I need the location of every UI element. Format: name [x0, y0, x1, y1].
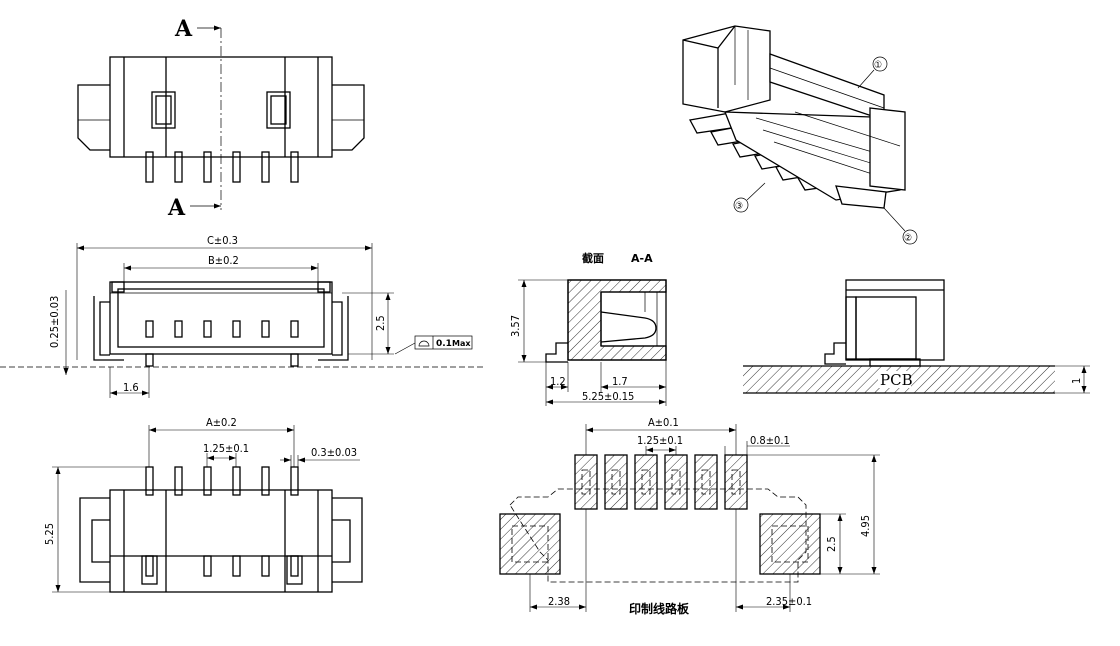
view-front: C±0.3 B±0.2 0.25±0.03 2.5 1.6 0.1 Max — [0, 234, 485, 398]
fp-dim-left: 2.38 — [548, 595, 570, 608]
flatness-unit: Max — [452, 339, 471, 348]
dim-pin-label: 0.3±0.03 — [311, 446, 357, 459]
fp-dim-pad-h: 2.5 — [825, 536, 838, 552]
callout-2: ② — [904, 233, 912, 244]
section-marker-bottom: A — [167, 195, 186, 221]
view-top: A±0.2 1.25±0.1 0.3±0.03 5.25 — [43, 416, 363, 593]
sec-dim-x2: 1.7 — [612, 375, 628, 388]
view-section-marker: A A — [77, 16, 365, 221]
section-title-cn: 截面 — [582, 251, 604, 265]
view-pcb-side: PCB 1 — [743, 279, 1090, 394]
view-isometric: ① ② ③ — [682, 25, 918, 245]
callout-3: ③ — [735, 201, 743, 212]
pcb-dim-thickness: 1 — [1070, 378, 1083, 384]
dim-height-label: 2.5 — [374, 315, 387, 331]
fp-dim-pad-width: 0.8±0.1 — [750, 434, 790, 447]
dim-offset-label: 1.6 — [123, 381, 139, 394]
flatness-value: 0.1 — [436, 339, 452, 349]
dim-tol-label: 0.25±0.03 — [48, 296, 61, 348]
section-title-id: A-A — [631, 252, 653, 265]
footprint-title: 印制线路板 — [629, 601, 690, 616]
sec-dim-total: 5.25±0.15 — [582, 390, 634, 403]
callout-1: ① — [874, 60, 882, 71]
pcb-label: PCB — [880, 371, 913, 389]
fp-dim-total-h: 4.95 — [859, 515, 872, 537]
sec-dim-height: 3.57 — [509, 315, 522, 337]
section-marker-top: A — [174, 16, 193, 42]
dim-depth-label: 5.25 — [43, 523, 56, 545]
dim-a-label: A±0.2 — [206, 416, 237, 429]
dim-c-label: C±0.3 — [207, 234, 238, 247]
sec-dim-x1: 1.2 — [550, 375, 566, 388]
view-footprint: A±0.1 1.25±0.1 0.8±0.1 4.95 2.5 2.38 2.3… — [499, 416, 880, 616]
fp-dim-a: A±0.1 — [648, 416, 679, 429]
view-section-aa: 截面 A-A 3.57 1.2 1.7 5.25±0.15 — [509, 251, 667, 406]
fp-dim-pitch: 1.25±0.1 — [637, 434, 683, 447]
fp-dim-right: 2.35±0.1 — [766, 595, 812, 608]
dim-b-label: B±0.2 — [208, 254, 239, 267]
dim-pitch-label: 1.25±0.1 — [203, 442, 249, 455]
